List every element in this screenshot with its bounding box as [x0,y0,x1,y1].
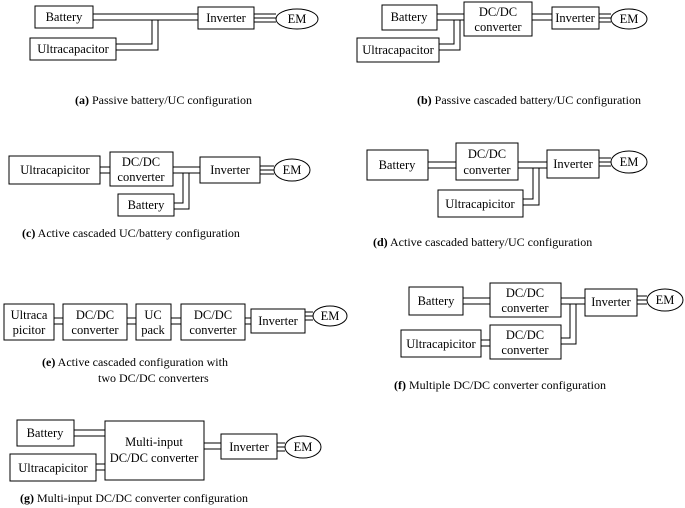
inverter-box [546,149,600,179]
wires [93,13,276,51]
dcdc-label-1: DC/DC [122,155,160,169]
wires [100,165,274,210]
caption-d: (d) Active cascaded battery/UC configura… [373,235,592,249]
battery-label: Battery [418,294,456,308]
dcdc-label-1: DC/DC [479,5,517,19]
ultracapacitor-label: Ultracapicitor [445,197,515,211]
dcdc-label-2: converter [117,170,165,184]
inverter-label: Inverter [210,163,250,177]
battery-label: Battery [379,158,417,172]
dcdc-1-label-1: DC/DC [506,286,544,300]
dcdc-converter-1-box [489,282,562,318]
battery-box [34,5,94,29]
dcdc-2-label-1: DC/DC [506,328,544,342]
dcdc-2-label-2: converter [189,323,237,337]
inverter-label: Inverter [591,295,631,309]
diagram-e: Ultraca picitor DC/DC converter UC pack … [3,303,348,385]
multi-input-converter-box [104,420,205,481]
inverter-box [220,433,278,460]
dcdc-converter-2-box [489,324,562,360]
inverter-label: Inverter [258,314,298,328]
wires [437,13,611,51]
dcdc-1-label-1: DC/DC [76,308,114,322]
em-ellipse [275,8,319,30]
em-label: EM [321,309,340,323]
dcdc-2-label-2: converter [501,343,549,357]
dcdc-1-label-2: converter [71,323,119,337]
inverter-box [584,288,638,317]
wires [54,311,313,325]
diagram-g: Battery Ultracapicitor Multi-input DC/DC… [9,419,322,505]
ultracapacitor-label: Ultracapicitor [20,163,90,177]
dcdc-converter-box [455,142,519,181]
battery-box [16,419,75,447]
inverter-label: Inverter [206,11,246,25]
ultracapacitor-box [9,453,97,482]
battery-box [117,193,175,217]
multi-input-label-2: DC/DC converter [110,451,199,465]
diagram-c: Ultracapicitor DC/DC converter Inverter … [8,151,311,240]
dcdc-label-1: DC/DC [468,147,506,161]
caption-f: (f) Multiple DC/DC converter configurati… [394,378,606,392]
ultracapacitor-label-2: picitor [13,323,46,337]
dcdc-converter-1-box [62,303,128,341]
em-label: EM [283,163,302,177]
ultracapacitor-box [356,37,440,63]
ultracapacitor-label: Ultracapacitor [37,42,109,56]
ultracapacitor-label: Ultracapicitor [406,337,476,351]
em-label: EM [294,440,313,454]
caption-a: (a) Passive battery/UC configuration [75,93,252,107]
diagram-a: Battery Ultracapacitor Inverter EM (a) P… [29,5,319,107]
caption-c: (c) Active cascaded UC/battery configura… [22,226,240,240]
em-ellipse [610,8,648,30]
uc-pack-box [135,303,172,341]
ultracapacitor-label: Ultracapacitor [362,43,434,57]
em-label: EM [620,155,639,169]
caption-g: (g) Multi-input DC/DC converter configur… [20,491,248,505]
dcdc-converter-2-box [180,303,246,341]
multi-input-label-1: Multi-input [125,435,183,449]
inverter-label: Inverter [555,11,595,25]
battery-box [408,286,464,316]
dcdc-2-label-1: DC/DC [194,308,232,322]
ultracapacitor-box [3,303,55,341]
wires [428,157,611,206]
dcdc-label-2: converter [474,20,522,34]
ultracapacitor-label: Ultracapicitor [18,461,88,475]
em-label: EM [620,12,639,26]
caption-b: (b) Passive cascaded battery/UC configur… [417,93,641,107]
inverter-box [199,156,261,184]
battery-label: Battery [27,426,65,440]
inverter-box [250,308,306,334]
battery-label: Battery [46,10,84,24]
caption-e-line-1: (e) Active cascaded configuration with [42,355,228,369]
battery-box [366,149,429,181]
ultracapacitor-box [400,329,482,358]
dcdc-converter-box [463,1,533,37]
battery-label: Battery [391,10,429,24]
inverter-label: Inverter [229,440,269,454]
wires [74,429,285,471]
uc-pack-label-1: UC [144,308,161,322]
inverter-label: Inverter [553,157,593,171]
battery-label: Battery [128,198,166,212]
em-label: EM [288,12,307,26]
ultracapacitor-box [437,189,524,218]
diagram-d: Battery DC/DC converter Inverter EM Ultr… [366,142,648,249]
dcdc-converter-box [109,151,174,187]
em-label: EM [656,293,675,307]
uc-pack-label-2: pack [141,323,165,337]
diagram-f: Battery DC/DC converter Inverter EM Ultr… [394,282,684,392]
wires [463,295,647,347]
diagram-b: Battery DC/DC converter Ultracapacitor I… [356,1,648,107]
dcdc-label-2: converter [463,163,511,177]
dcdc-1-label-2: converter [501,301,549,315]
ultracapacitor-box [29,37,117,61]
ultracapacitor-box [8,155,101,185]
ultracapacitor-label-1: Ultraca [11,308,48,322]
caption-e-line-2: two DC/DC converters [98,371,209,385]
battery-box [381,4,438,31]
